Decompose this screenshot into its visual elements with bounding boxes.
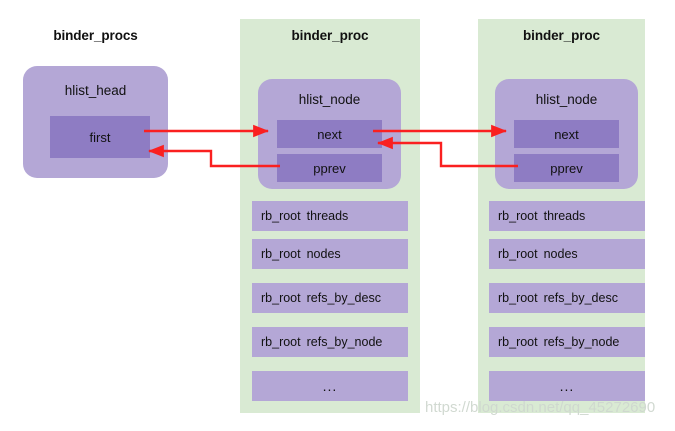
member-row-nodes-2: rb_root nodes <box>489 239 645 269</box>
struct-hlist-node-1-title: hlist_node <box>298 92 361 107</box>
field-first: first <box>50 116 150 158</box>
member-type-label: rb_root <box>498 209 538 223</box>
field-next-2: next <box>514 120 619 148</box>
member-type-label: rb_root <box>261 291 301 305</box>
member-type-label: rb_root <box>261 247 301 261</box>
struct-hlist-node-2: hlist_node next pprev <box>495 79 638 189</box>
member-name-label: nodes <box>543 247 578 261</box>
member-row-nodes-1: rb_root nodes <box>252 239 408 269</box>
member-row-ellipsis-1: ... <box>252 371 408 401</box>
struct-hlist-node-1: hlist_node next pprev <box>258 79 401 189</box>
column-header-binder-proc-2: binder_proc <box>523 28 600 43</box>
column-header-binder-proc-1: binder_proc <box>291 28 369 43</box>
member-type-label: rb_root <box>261 335 301 349</box>
struct-hlist-node-2-title: hlist_node <box>535 92 598 107</box>
member-name-label: threads <box>543 209 586 223</box>
member-row-refs-by-desc-2: rb_root refs_by_desc <box>489 283 645 313</box>
member-type-label: rb_root <box>498 291 538 305</box>
field-pprev-1: pprev <box>277 154 382 182</box>
struct-hlist-head-title: hlist_head <box>64 83 127 98</box>
member-row-refs-by-node-1: rb_root refs_by_node <box>252 327 408 357</box>
member-type-label: rb_root <box>498 247 538 261</box>
member-row-threads-2: rb_root threads <box>489 201 645 231</box>
field-pprev-2: pprev <box>514 154 619 182</box>
member-row-threads-1: rb_root threads <box>252 201 408 231</box>
member-type-label: rb_root <box>261 209 301 223</box>
member-name-label: nodes <box>306 247 341 261</box>
column-header-binder-procs: binder_procs <box>53 28 138 43</box>
member-row-ellipsis-2: ... <box>489 371 645 401</box>
watermark-text: https://blog.csdn.net/qq_45272690 <box>425 399 656 416</box>
member-name-label: refs_by_node <box>543 335 620 349</box>
member-type-label: rb_root <box>498 335 538 349</box>
member-name-label: refs_by_desc <box>543 291 618 305</box>
member-row-refs-by-desc-1: rb_root refs_by_desc <box>252 283 408 313</box>
member-name-label: refs_by_desc <box>306 291 381 305</box>
struct-hlist-head: hlist_head first <box>23 66 168 178</box>
field-next-1: next <box>277 120 382 148</box>
member-row-refs-by-node-2: rb_root refs_by_node <box>489 327 645 357</box>
member-name-label: refs_by_node <box>306 335 383 349</box>
member-name-label: threads <box>306 209 349 223</box>
